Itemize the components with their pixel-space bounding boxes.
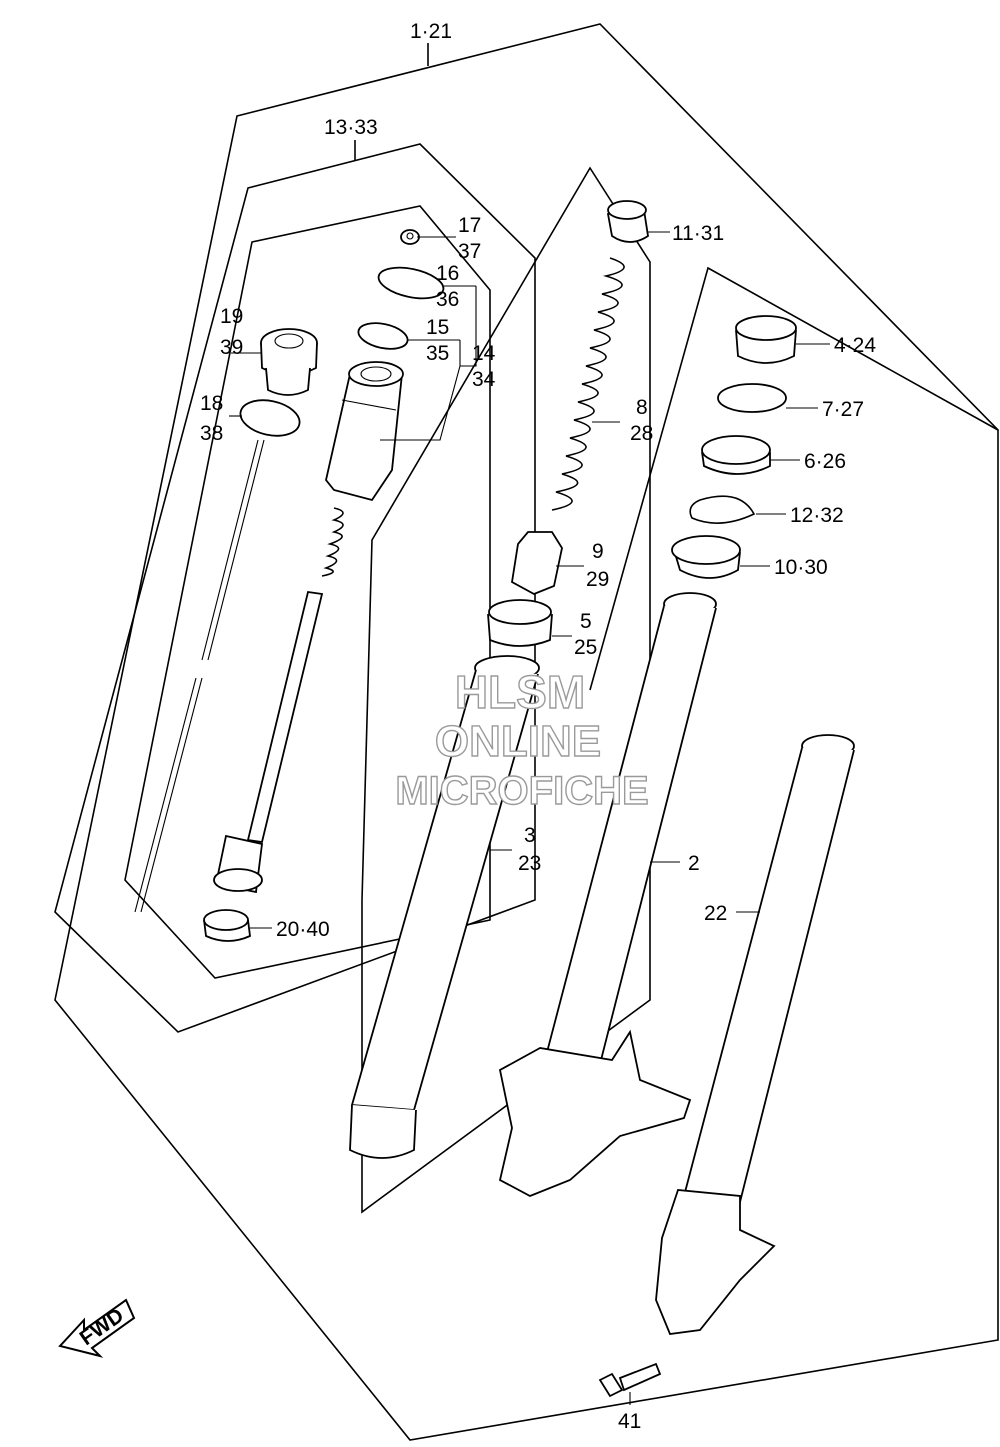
callout-1-21: 1·21 [410,20,452,43]
callout-29: 29 [586,568,609,591]
watermark-line-3: MICROFICHE [395,769,648,813]
callout-38: 38 [200,422,223,445]
part-9-spacer-collar [511,531,563,595]
part-rebound-spring [321,507,344,577]
callout-28: 28 [630,422,653,445]
callout-4-24: 4·24 [834,334,876,357]
leader-lines [229,231,830,1405]
callout-19: 19 [220,305,243,328]
callout-11-31: 11·31 [672,222,724,245]
callout-18: 18 [200,392,223,415]
callout-17: 17 [458,214,481,237]
callout-8: 8 [636,396,648,419]
part-17-nut [400,229,420,245]
part-2-outer-tube [498,592,717,1197]
part-20-guide-ring [203,909,251,942]
part-piston-rod [213,590,324,894]
part-6-oil-seal [701,435,771,475]
part-5-slide-bushing [487,599,553,647]
callout-15: 15 [426,316,449,339]
callout-35: 35 [426,342,449,365]
callout-20-40: 20·40 [276,918,330,941]
part-16-o-ring [377,266,445,300]
callout-25: 25 [574,636,597,659]
part-22-outer-tube [655,734,855,1335]
callout-39: 39 [220,336,243,359]
group-outline-1-21 [54,23,999,1441]
watermark-line-1: HLSM [455,666,585,718]
callout-6-26: 6·26 [804,450,846,473]
part-41-bolt [598,1362,662,1398]
group-outline-damper-cartridge [124,205,491,979]
watermark-line-2: ONLINE [435,717,601,766]
part-7-washer [717,383,787,413]
callout-5: 5 [580,610,592,633]
callout-3: 3 [524,824,536,847]
callout-23: 23 [518,852,541,875]
callout-7-27: 7·27 [822,398,864,421]
callout-36: 36 [436,288,459,311]
part-11-adjuster-nut [606,200,649,243]
part-3-inner-tube [349,655,540,1159]
callout-14: 14 [472,342,496,365]
part-8-fork-spring [551,257,625,511]
part-12-circlip [689,495,756,524]
callout-16: 16 [436,262,459,285]
part-adjuster-rod [134,439,265,913]
part-15-o-ring [357,322,409,350]
part-14-cartridge-cylinder [325,361,404,502]
callout-22: 22 [704,902,727,925]
part-10-dust-seal [671,535,741,579]
group-outline-13-33 [54,140,536,1033]
callout-9: 9 [592,540,604,563]
callout-labels: 1·21 13·33 17 37 16 36 15 35 14 34 19 39… [200,20,876,1433]
part-19-fork-cap-bolt [260,328,318,396]
callout-34: 34 [472,368,496,391]
part-18-o-ring [239,399,301,437]
fwd-arrow-icon: FWD [58,1298,136,1358]
group-outline-inner-tube [361,166,651,1214]
callout-13-33: 13·33 [324,116,378,139]
watermark: HLSM ONLINE MICROFICHE [395,665,650,813]
callout-2: 2 [688,852,700,875]
callout-10-30: 10·30 [774,556,828,579]
callout-37: 37 [458,240,481,263]
group-outline-outer-tube [589,266,999,691]
callout-12-32: 12·32 [790,504,844,527]
callout-41: 41 [618,1410,641,1433]
part-4-slide-bushing [735,315,797,364]
